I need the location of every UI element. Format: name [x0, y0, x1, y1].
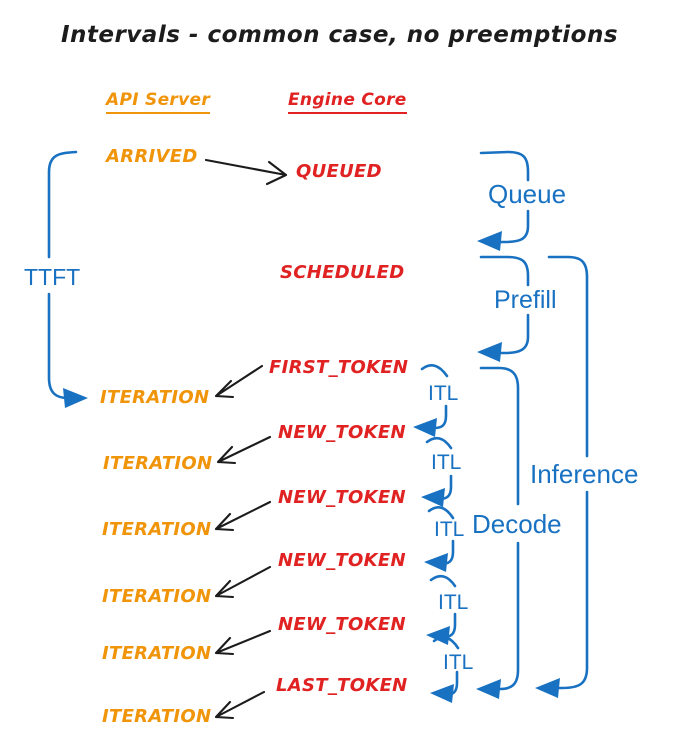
itl-arrow-head: [426, 626, 450, 645]
interval-label-prefill: Prefill: [494, 286, 557, 314]
itl-arrow-head: [424, 553, 448, 572]
event-first-token: FIRST_TOKEN: [269, 357, 409, 378]
queue-arrow-head: [477, 231, 502, 251]
event-iteration-3: ITERATION: [102, 519, 212, 540]
event-iteration-6: ITERATION: [102, 706, 212, 727]
interval-label-inference: Inference: [530, 459, 639, 489]
page-title: Intervals - common case, no preemptions: [60, 22, 619, 48]
column-header-engine-core: Engine Core: [288, 92, 407, 114]
ttft-arrow-head: [63, 388, 88, 408]
arrow-new-token-to-iteration: [214, 500, 272, 532]
interval-label-ttft: TTFT: [24, 264, 81, 290]
prefill-bracket: [477, 255, 530, 362]
event-new-token-2: NEW_TOKEN: [278, 487, 406, 508]
event-new-token-1: NEW_TOKEN: [278, 422, 406, 443]
event-iteration-2: ITERATION: [103, 453, 213, 474]
arrow-new-token-to-iteration: [214, 565, 272, 599]
prefill-arrow-head: [477, 342, 502, 362]
event-scheduled: SCHEDULED: [280, 262, 405, 283]
itl-arrow-head: [430, 684, 454, 703]
column-header-api-server: API Server: [106, 92, 211, 114]
inference-arrow-head: [535, 678, 560, 698]
itl-marker-5: [430, 636, 460, 703]
interval-label-itl-3: ITL: [434, 518, 465, 541]
itl-marker-1: [413, 364, 449, 437]
event-new-token-3: NEW_TOKEN: [278, 550, 406, 571]
decode-arrow-head: [476, 679, 501, 699]
event-new-token-4: NEW_TOKEN: [278, 614, 406, 635]
itl-arrow-head: [421, 488, 445, 507]
interval-label-itl-4: ITL: [438, 591, 469, 614]
inference-bracket: [535, 255, 589, 698]
itl-arrow-head: [413, 418, 437, 437]
interval-label-queue: Queue: [488, 179, 567, 209]
event-last-token: LAST_TOKEN: [276, 675, 408, 696]
decode-bracket: [476, 366, 520, 699]
event-iteration-5: ITERATION: [102, 643, 212, 664]
arrow-arrived-to-queued: [204, 158, 288, 186]
event-iteration-1: ITERATION: [100, 387, 210, 408]
itl-marker-2: [421, 436, 453, 507]
arrow-first-token-to-iteration: [214, 364, 264, 399]
ttft-bracket: [47, 150, 88, 408]
interval-label-itl-5: ITL: [443, 651, 474, 674]
arrow-last-token-to-iteration: [214, 690, 266, 720]
interval-label-itl-2: ITL: [431, 451, 462, 474]
arrow-new-token-to-iteration: [214, 629, 272, 656]
interval-label-itl-1: ITL: [428, 382, 459, 405]
itl-marker-3: [424, 506, 455, 572]
interval-label-decode: Decode: [472, 509, 562, 539]
event-iteration-4: ITERATION: [102, 586, 212, 607]
arrow-new-token-to-iteration: [216, 435, 272, 465]
event-queued: QUEUED: [296, 161, 382, 182]
event-arrived: ARRIVED: [106, 146, 198, 167]
queue-bracket: [477, 150, 530, 251]
